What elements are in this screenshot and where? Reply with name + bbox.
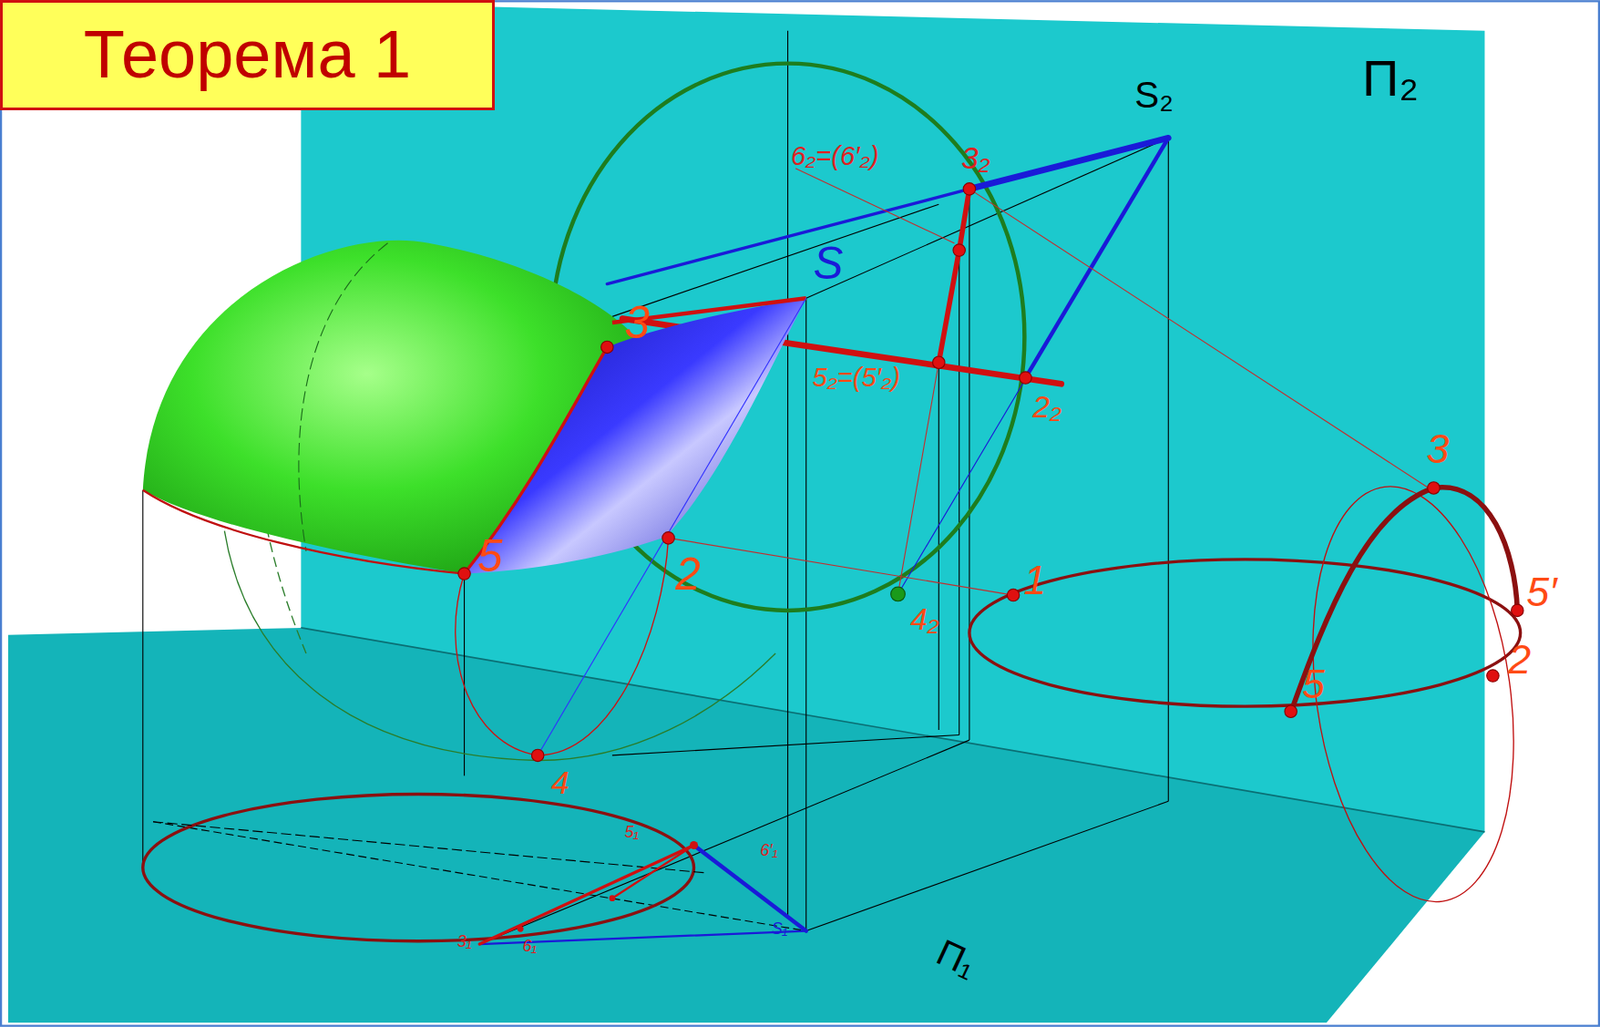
title-box: Теорема 1 [0,0,495,111]
point-label: 2 [1507,638,1531,680]
title-text: Теорема 1 [83,20,411,89]
point-label: 4₂ [910,604,939,636]
point-label: 5₂=(5′₂) [811,364,900,391]
point-label: 2 [675,551,700,596]
point-label: 1 [1023,559,1047,601]
point-label: 5 [477,533,503,578]
point-label: S₂ [1134,77,1174,114]
point-label: 6₂=(6′₂) [790,143,879,170]
plane-label: П₂ [1362,52,1419,104]
point-label: 6₁ [522,938,537,955]
point-label: 5′ [1526,571,1557,613]
point-label: 6′₁ [759,842,778,860]
point-label: 4 [551,767,570,800]
point-label: S₁ [771,921,789,938]
point-label: 3₁ [457,933,472,951]
point-label: 2₂ [1032,391,1061,423]
point-label: 3 [624,299,649,345]
point-label: 5₁ [624,824,639,842]
point-label: S [813,240,844,286]
point-label: 3 [1426,428,1450,470]
point-label: 3₂ [961,143,990,175]
point-label: 5 [1302,663,1325,705]
